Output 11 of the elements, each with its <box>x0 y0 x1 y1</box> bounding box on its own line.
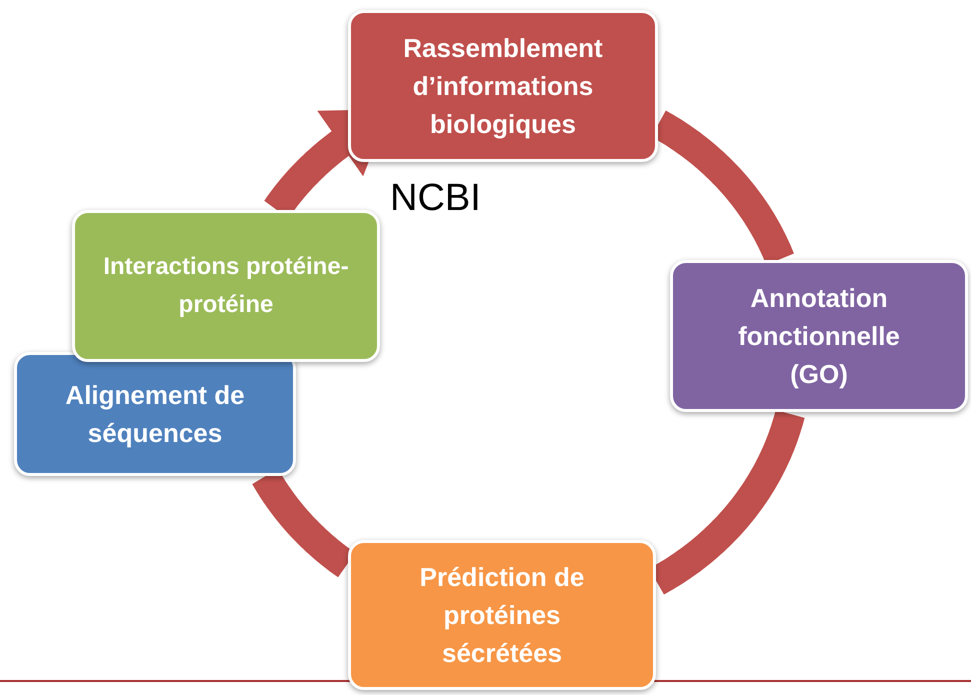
source-label: NCBI <box>390 176 481 220</box>
box-label: Rassemblement d’informations biologiques <box>402 32 604 141</box>
process-box <box>348 540 656 690</box>
process-box <box>348 10 658 162</box>
process-box <box>670 260 968 412</box>
process-box <box>72 210 380 362</box>
box-label: Annotation fonctionnelle (GO) <box>737 282 901 391</box>
box-label: Interactions protéine-protéine <box>102 252 350 320</box>
process-box <box>14 352 296 476</box>
box-label: Prédiction de protéines sécrétées <box>418 561 586 670</box>
box-label: Alignement de séquences <box>64 379 246 450</box>
